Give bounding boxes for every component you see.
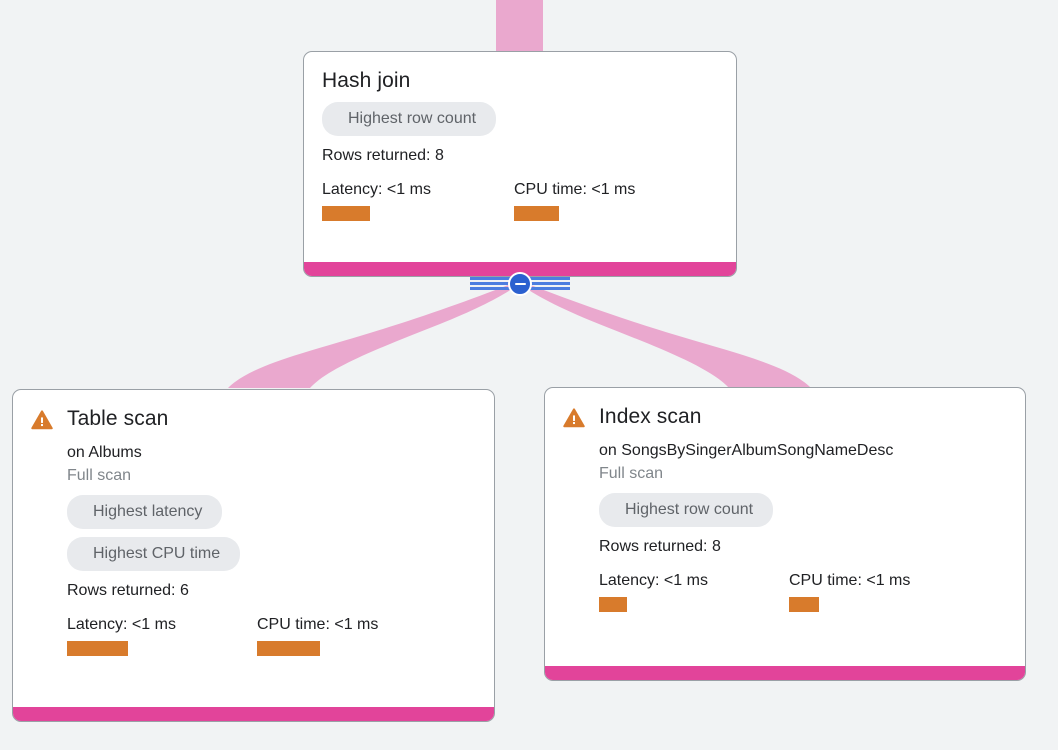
- metric-latency: Latency: <1 ms: [322, 180, 514, 221]
- edge-hash-join-to-table-scan: [228, 282, 519, 388]
- node-index-scan-header: Index scan: [563, 404, 1007, 430]
- metric-cpu-time: CPU time: <1 ms: [257, 615, 378, 656]
- edge-hash-join-to-index-scan: [520, 282, 811, 388]
- metric-latency-label: Latency: <1 ms: [67, 616, 176, 633]
- node-table-scan-rows-returned: Rows returned: 6: [67, 582, 189, 599]
- node-index-scan-subtitle: on SongsBySingerAlbumSongNameDesc: [599, 442, 894, 459]
- metric-latency-bar: [67, 641, 128, 656]
- node-table-scan-header: Table scan: [31, 406, 476, 432]
- metric-cpu-time-bar: [514, 206, 559, 221]
- node-index-scan-metrics: Latency: <1 ms CPU time: <1 ms: [599, 571, 1007, 612]
- metric-cpu-time-label: CPU time: <1 ms: [257, 616, 379, 633]
- node-hash-join-metrics: Latency: <1 ms CPU time: <1 ms: [322, 180, 718, 221]
- metric-cpu-time: CPU time: <1 ms: [789, 571, 910, 612]
- node-table-scan-accent-bar: [13, 707, 494, 721]
- node-hash-join[interactable]: Hash join Highest row count Rows returne…: [303, 51, 737, 277]
- metric-cpu-time: CPU time: <1 ms: [514, 180, 635, 221]
- metric-latency-bar: [322, 206, 370, 221]
- metric-latency: Latency: <1 ms: [67, 615, 257, 656]
- edge-parent-inbound: [496, 0, 543, 52]
- metric-latency-label: Latency: <1 ms: [599, 572, 708, 589]
- node-index-scan-rows-returned: Rows returned: 8: [599, 538, 721, 555]
- warning-triangle-icon: [563, 408, 585, 428]
- node-index-scan-chips: Highest row count: [599, 485, 1007, 527]
- node-index-scan-accent-bar: [545, 666, 1025, 680]
- node-hash-join-rows-returned: Rows returned: 8: [322, 147, 444, 164]
- collapse-minus-button[interactable]: [508, 272, 532, 296]
- node-hash-join-header: Hash join: [322, 68, 718, 94]
- collapse-children-toggle[interactable]: [470, 272, 570, 296]
- node-table-scan-subnote: Full scan: [67, 467, 132, 484]
- warning-triangle-icon: [31, 410, 53, 430]
- node-hash-join-content: Highest row count Rows returned: 8 Laten…: [322, 94, 718, 221]
- metric-cpu-time-bar: [257, 641, 320, 656]
- node-index-scan-subnote: Full scan: [599, 465, 664, 482]
- metric-latency-bar: [599, 597, 627, 612]
- node-hash-join-chips: Highest row count: [322, 94, 718, 136]
- metric-cpu-time-label: CPU time: <1 ms: [789, 572, 911, 589]
- node-table-scan-chips-2: Highest CPU time: [67, 529, 476, 571]
- metric-cpu-time-bar: [789, 597, 819, 612]
- chip-highest-row-count: Highest row count: [322, 102, 497, 136]
- node-table-scan-body: Table scan on Albums Full scan Highest l…: [13, 390, 494, 707]
- node-table-scan-chips: Highest latency: [67, 487, 476, 529]
- metric-latency-label: Latency: <1 ms: [322, 181, 431, 198]
- node-table-scan-content: on Albums Full scan Highest latency High…: [67, 442, 476, 656]
- node-table-scan[interactable]: Table scan on Albums Full scan Highest l…: [12, 389, 495, 722]
- node-table-scan-title: Table scan: [67, 407, 169, 430]
- node-hash-join-body: Hash join Highest row count Rows returne…: [304, 52, 736, 262]
- chip-highest-row-count: Highest row count: [599, 493, 774, 527]
- node-index-scan-content: on SongsBySingerAlbumSongNameDesc Full s…: [599, 440, 1007, 612]
- node-index-scan[interactable]: Index scan on SongsBySingerAlbumSongName…: [544, 387, 1026, 681]
- node-table-scan-subtitle: on Albums: [67, 444, 142, 461]
- metric-cpu-time-label: CPU time: <1 ms: [514, 181, 636, 198]
- chip-highest-latency: Highest latency: [67, 495, 223, 529]
- node-table-scan-metrics: Latency: <1 ms CPU time: <1 ms: [67, 615, 476, 656]
- minus-icon: [514, 282, 526, 286]
- node-index-scan-title: Index scan: [599, 405, 702, 428]
- node-index-scan-body: Index scan on SongsBySingerAlbumSongName…: [545, 388, 1025, 666]
- node-hash-join-accent-bar: [304, 262, 736, 276]
- chip-highest-cpu-time: Highest CPU time: [67, 537, 241, 571]
- metric-latency: Latency: <1 ms: [599, 571, 789, 612]
- node-hash-join-title: Hash join: [322, 69, 411, 92]
